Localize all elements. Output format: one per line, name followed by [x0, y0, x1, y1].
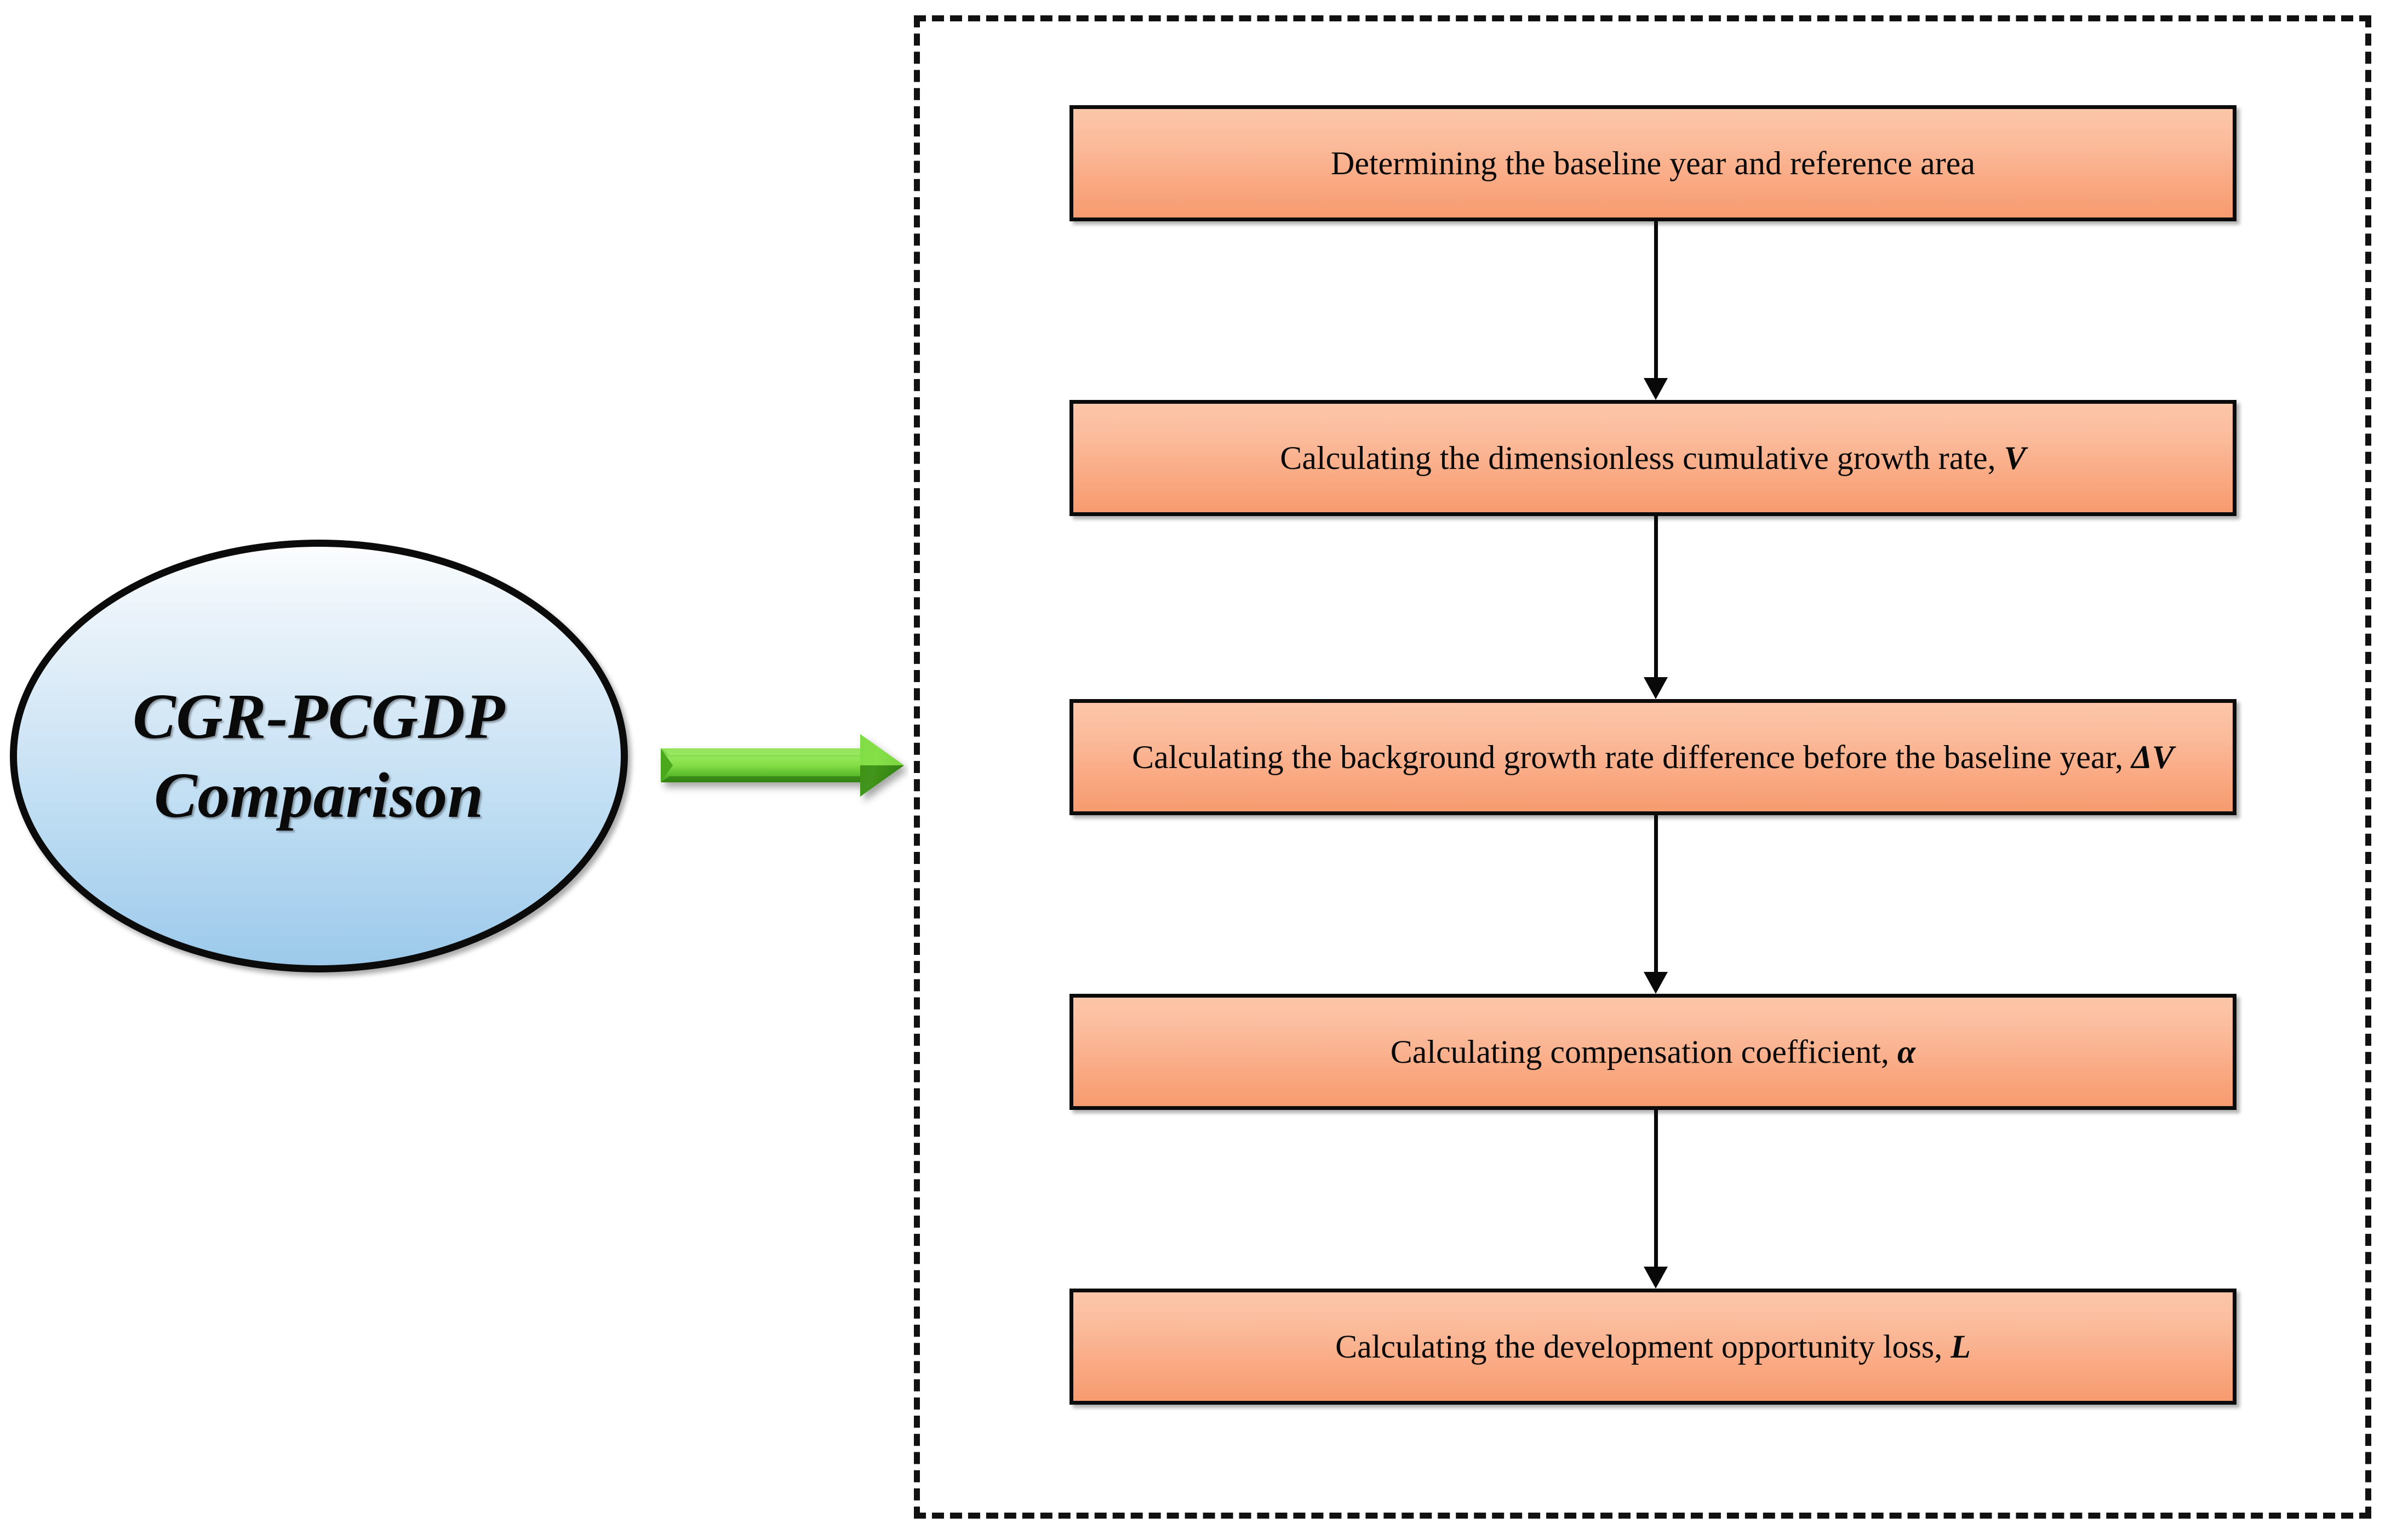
process-box-3-label: Calculating the background growth rate d… [1132, 739, 2174, 775]
process-box-1[interactable]: Determining the baseline year and refere… [1069, 105, 2236, 221]
flow-arrow-3-head-icon [1644, 972, 1668, 994]
process-box-5-text: Calculating the development opportunity … [1335, 1329, 1951, 1365]
flow-arrow-1-to-2 [1644, 221, 1668, 400]
process-box-3-text: Calculating the background growth rate d… [1132, 739, 2132, 775]
process-box-2[interactable]: Calculating the dimensionless cumulative… [1069, 400, 2236, 516]
process-box-2-label: Calculating the dimensionless cumulative… [1280, 440, 2026, 476]
process-box-4-label: Calculating compensation coefficient, α [1391, 1034, 1915, 1070]
flow-arrow-4-stem [1654, 1110, 1658, 1267]
flow-arrow-4-to-5 [1644, 1110, 1668, 1289]
process-box-2-text: Calculating the dimensionless cumulative… [1280, 440, 2004, 476]
process-box-3-symbol: ΔV [2131, 739, 2174, 775]
flow-arrow-3-stem [1654, 815, 1658, 972]
process-box-5-label: Calculating the development opportunity … [1335, 1329, 1971, 1365]
flow-arrow-2-to-3 [1644, 516, 1668, 699]
process-box-2-symbol: V [2004, 440, 2026, 476]
title-ellipse-line-1: CGR-PCGDP [133, 680, 505, 753]
process-box-5-symbol: L [1950, 1329, 1971, 1365]
process-box-5[interactable]: Calculating the development opportunity … [1069, 1289, 2236, 1405]
dashed-group-frame [914, 15, 2371, 1519]
green-block-arrow-icon [656, 724, 908, 806]
flow-arrow-3-to-4 [1644, 815, 1668, 994]
process-box-1-label: Determining the baseline year and refere… [1331, 145, 1975, 181]
flow-arrow-2-head-icon [1644, 677, 1668, 699]
flow-arrow-4-head-icon [1644, 1267, 1668, 1289]
process-box-4-symbol: α [1897, 1034, 1916, 1070]
flow-arrow-1-head-icon [1644, 378, 1668, 400]
process-box-4[interactable]: Calculating compensation coefficient, α [1069, 994, 2236, 1110]
title-ellipse-shape: CGR-PCGDP Comparison [10, 540, 628, 972]
title-ellipse[interactable]: CGR-PCGDP Comparison [10, 540, 628, 972]
green-arrow-svg [661, 734, 904, 797]
flow-arrow-2-stem [1654, 516, 1658, 677]
title-ellipse-line-2: Comparison [154, 759, 484, 831]
process-box-3[interactable]: Calculating the background growth rate d… [1069, 699, 2236, 815]
flow-arrow-1-stem [1654, 221, 1658, 378]
process-box-1-text: Determining the baseline year and refere… [1331, 145, 1975, 181]
process-box-4-text: Calculating compensation coefficient, [1390, 1034, 1898, 1070]
